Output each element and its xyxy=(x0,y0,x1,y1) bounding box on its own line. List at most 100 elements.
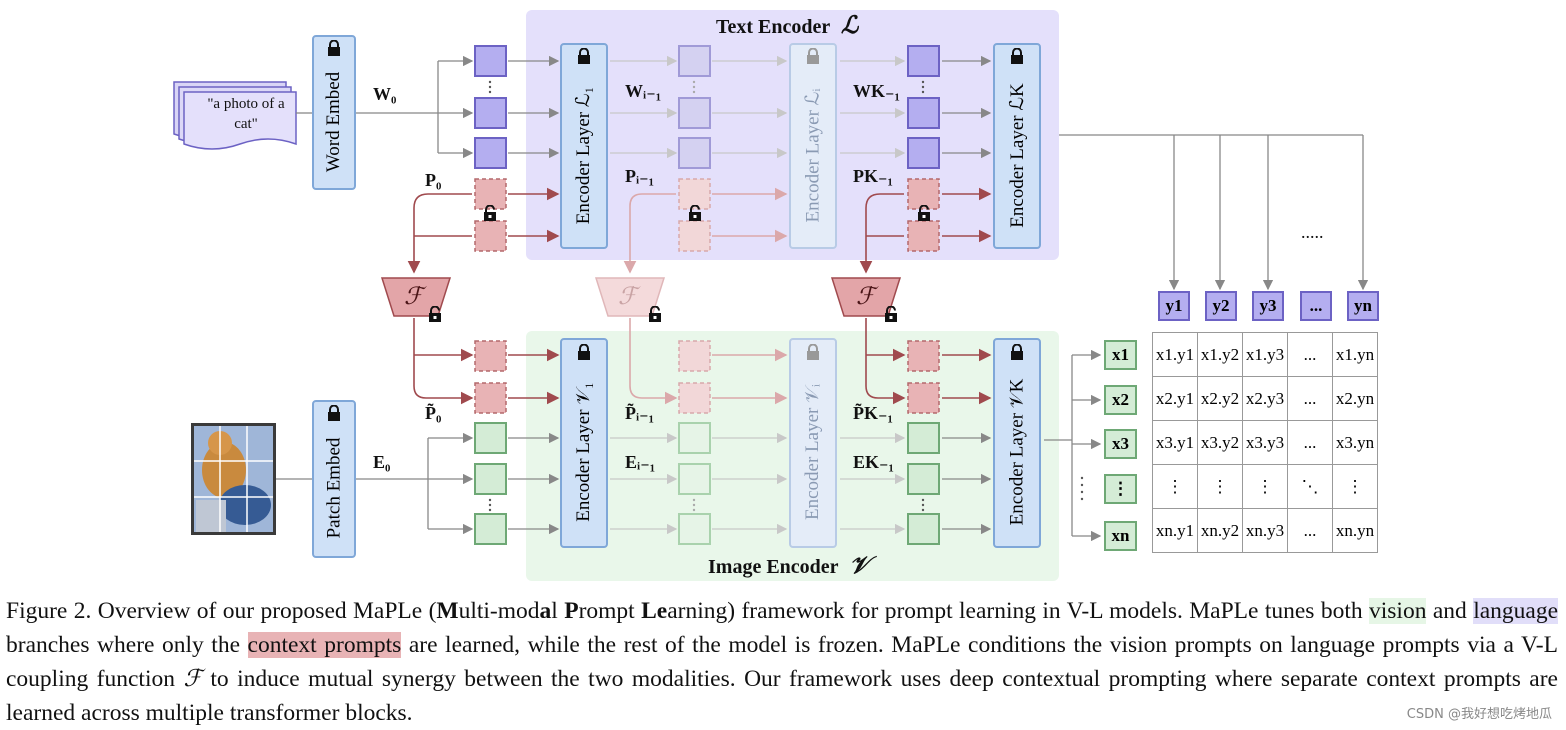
prompt-flow-lines xyxy=(407,187,992,405)
matrix-cell: x3.yn xyxy=(1332,420,1378,465)
caption-text: are learned, while the rest of the model… xyxy=(6,632,1558,692)
lock-icon xyxy=(578,48,590,64)
encoder-layer-lk-label: Encoder Layer ℒK xyxy=(1006,82,1028,228)
figure-caption: Figure 2. Overview of our proposed MaPLe… xyxy=(6,594,1559,730)
lock-icon xyxy=(328,405,340,421)
lock-icon xyxy=(578,344,590,360)
encoder-layer-v1: Encoder Layer 𝒱₁ xyxy=(560,338,608,548)
coupling-label-0: ℱ xyxy=(404,284,423,310)
matrix-cell: x2.y3 xyxy=(1242,376,1288,421)
caption-bold: Le xyxy=(641,598,668,624)
image-encoder-title: Image Encoder 𝒱 xyxy=(708,553,869,580)
matrix-cell: ⋮ xyxy=(1332,464,1378,509)
encoder-layer-li-label: Encoder Layer ℒᵢ xyxy=(802,88,824,222)
matrix-cell: ... xyxy=(1287,376,1333,421)
unlock-icon xyxy=(885,306,897,322)
matrix-cell: ⋮ xyxy=(1197,464,1243,509)
matrix-cell: xn.y2 xyxy=(1197,508,1243,553)
text-encoder-title: Text Encoder ℒ xyxy=(716,11,858,40)
matrix-cell: x1.yn xyxy=(1332,332,1378,377)
caption-text: Figure 2. Overview of our proposed MaPLe… xyxy=(6,598,437,624)
matrix-cell: ... xyxy=(1287,332,1333,377)
text-output-yn: yn xyxy=(1347,291,1379,321)
matrix-cell: x1.y1 xyxy=(1152,332,1198,377)
image-output-x3: x3 xyxy=(1104,429,1137,459)
unlock-icon xyxy=(689,205,701,221)
unlock-icon xyxy=(649,306,661,322)
matrix-row: ⋮ ⋮ ⋮ ⋱ ⋮ xyxy=(1152,464,1378,509)
matrix-cell: x2.y2 xyxy=(1197,376,1243,421)
lock-icon xyxy=(328,40,340,56)
matrix-cell: x3.y2 xyxy=(1197,420,1243,465)
caption-text: and xyxy=(1426,598,1474,624)
caption-text: to induce mutual synergy between the two… xyxy=(6,666,1558,726)
matrix-row: x2.y1 x2.y2 x2.y3 ... x2.yn xyxy=(1152,376,1378,421)
image-tokens-i xyxy=(678,422,711,545)
lock-icon xyxy=(1011,48,1023,64)
text-flow-lines-late xyxy=(942,55,1369,291)
patch-embed-block: Patch Embed xyxy=(312,400,356,558)
image-encoder-symbol: 𝒱 xyxy=(849,553,870,579)
caption-text: branches where only the xyxy=(6,632,248,658)
unlock-icon xyxy=(918,205,930,221)
word-embed-label: Word Embed xyxy=(323,71,344,172)
matrix-cell: x1.y3 xyxy=(1242,332,1288,377)
token-ellipsis xyxy=(488,80,1084,512)
input-cat-image xyxy=(191,423,276,535)
matrix-row: x1.y1 x1.y2 x1.y3 ... x1.yn xyxy=(1152,332,1378,377)
encoder-layer-vk: Encoder Layer 𝒱K xyxy=(993,338,1041,548)
encoder-layer-vk-label: Encoder Layer 𝒱K xyxy=(1006,378,1027,526)
matrix-cell: xn.y1 xyxy=(1152,508,1198,553)
caption-text: l xyxy=(551,598,565,624)
label-wi1: Wᵢ₋₁ xyxy=(625,81,662,101)
matrix-cell: ... xyxy=(1287,420,1333,465)
image-prompts-0 xyxy=(474,340,507,414)
image-output-xn: xn xyxy=(1104,521,1137,551)
image-prompts-i xyxy=(678,340,711,414)
matrix-cell: xn.yn xyxy=(1332,508,1378,553)
word-embed-block: Word Embed xyxy=(312,35,356,190)
label-pi1: Pᵢ₋₁ xyxy=(625,166,655,186)
caption-bold: a xyxy=(539,598,552,624)
diagram-canvas xyxy=(173,10,1369,581)
encoder-layer-l1-label: Encoder Layer ℒ₁ xyxy=(573,86,595,224)
coupling-label-k: ℱ xyxy=(856,284,875,310)
image-flow-lines-faded xyxy=(610,432,906,535)
unlock-icon xyxy=(429,306,441,322)
matrix-cell: ⋮ xyxy=(1242,464,1288,509)
caption-highlight-context: context prompts xyxy=(247,632,402,658)
text-output-y2: y2 xyxy=(1205,291,1237,321)
label-ei1: Eᵢ₋₁ xyxy=(625,452,656,472)
text-flow-lines xyxy=(296,55,560,159)
maple-architecture-diagram: Word Embed Patch Embed Encoder Layer ℒ₁ … xyxy=(173,10,1379,581)
image-prompts-k xyxy=(907,340,940,414)
unlock-icon xyxy=(484,205,496,221)
image-output-x2: x2 xyxy=(1104,385,1137,415)
caption-text: ulti-mod xyxy=(458,598,540,624)
text-tokens-k xyxy=(907,45,940,169)
input-text-document xyxy=(173,81,297,150)
matrix-cell: x3.y3 xyxy=(1242,420,1288,465)
text-tokens-i xyxy=(678,45,711,169)
caption-highlight-vision: vision xyxy=(1369,598,1427,624)
label-p0: P₀ xyxy=(425,170,442,190)
text-prompts-k xyxy=(907,178,940,252)
label-ptk1: P̃K₋₁ xyxy=(853,403,893,423)
similarity-matrix: x1.y1 x1.y2 x1.y3 ... x1.yn x2.y1 x2.y2 … xyxy=(1152,332,1378,553)
matrix-cell: x2.yn xyxy=(1332,376,1378,421)
prompt-flow-lines-faded xyxy=(623,187,788,405)
encoder-layer-li: Encoder Layer ℒᵢ xyxy=(789,43,837,249)
watermark: CSDN @我好想吃烤地瓜 xyxy=(1406,707,1552,722)
patch-embed-label: Patch Embed xyxy=(323,437,344,539)
text-output-y3: y3 xyxy=(1252,291,1284,321)
label-pt0: P̃₀ xyxy=(425,403,442,423)
label-pti1: P̃ᵢ₋₁ xyxy=(625,403,655,423)
lock-icon xyxy=(807,344,819,360)
label-ek1: EK₋₁ xyxy=(853,452,894,472)
caption-text: arning) framework for prompt learning in… xyxy=(667,598,1369,624)
caption-bold: M xyxy=(436,598,459,624)
label-wk1: WK₋₁ xyxy=(853,81,900,101)
text-prompts-0 xyxy=(474,178,507,252)
matrix-row: xn.y1 xn.y2 xn.y3 ... xn.yn xyxy=(1152,508,1378,553)
encoder-layer-vi: Encoder Layer 𝒱ᵢ xyxy=(789,338,837,548)
